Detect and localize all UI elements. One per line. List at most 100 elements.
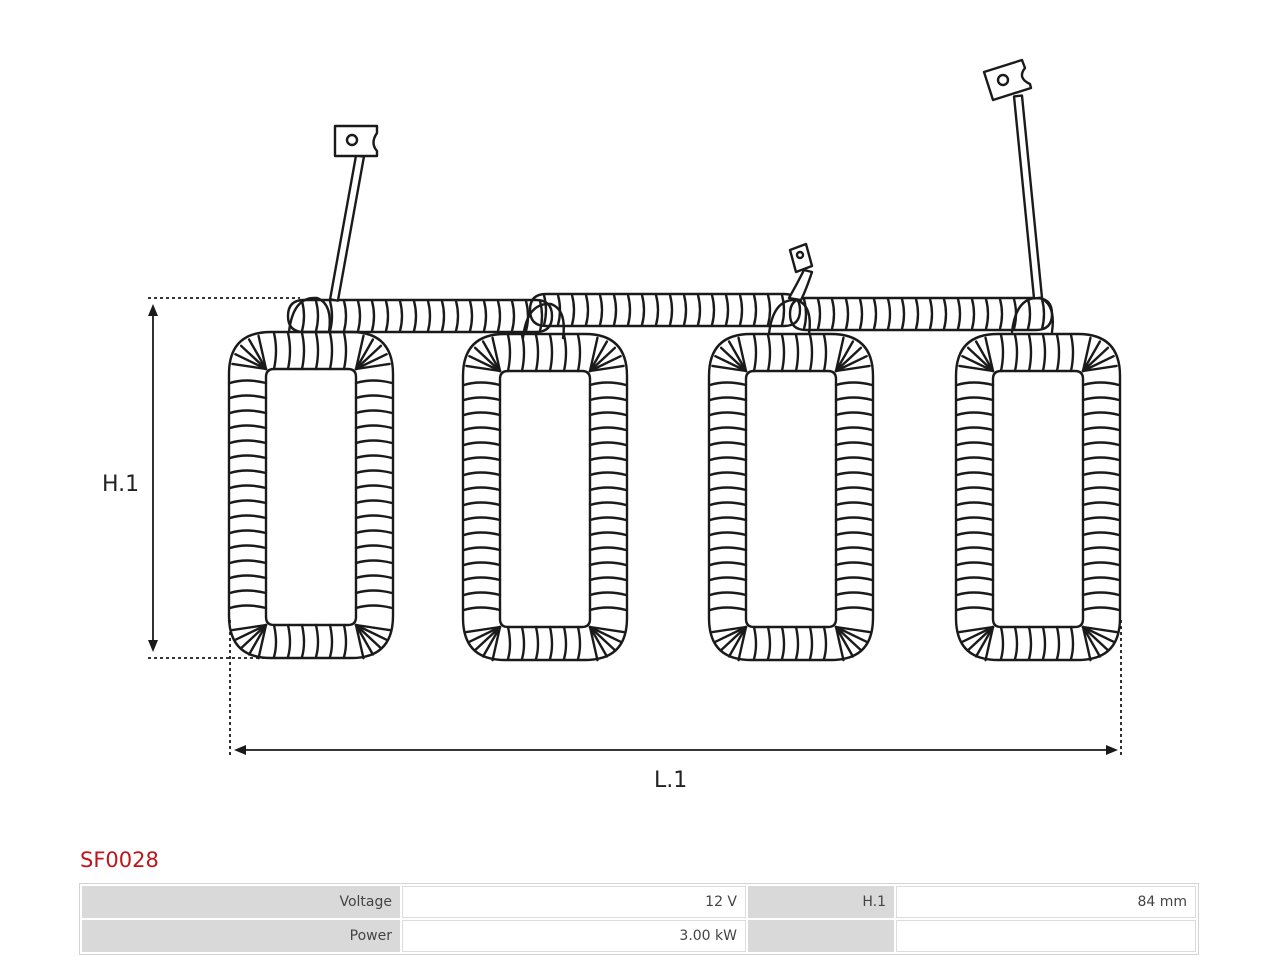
- winding-line: [462, 606, 502, 612]
- winding-line: [999, 625, 1005, 661]
- winding-line: [928, 297, 934, 331]
- winding-line: [354, 484, 394, 490]
- winding-line: [491, 625, 502, 662]
- winding-line: [1081, 625, 1092, 662]
- winding-line: [354, 334, 365, 371]
- winding-line: [228, 379, 268, 385]
- winding-line: [1081, 606, 1121, 612]
- winding-line: [886, 297, 892, 331]
- winding-line: [708, 576, 748, 582]
- winding-line: [955, 381, 995, 387]
- winding-line: [354, 338, 375, 371]
- winding-line: [465, 364, 502, 373]
- winding-line: [588, 340, 609, 373]
- winding-line: [654, 293, 660, 327]
- coil-outer-edge: [707, 332, 875, 662]
- winding-line: [844, 297, 850, 331]
- winding-line: [816, 297, 822, 331]
- winding-line: [228, 439, 268, 445]
- height-dimension-label: H.1: [102, 472, 139, 497]
- winding-line: [496, 299, 502, 333]
- winding-line: [1041, 625, 1047, 661]
- winding-line: [228, 394, 268, 400]
- winding-line: [708, 456, 748, 462]
- winding-line: [914, 297, 920, 331]
- connection-harness: [286, 292, 1054, 340]
- winding-line: [588, 625, 609, 658]
- winding-line: [588, 561, 628, 567]
- winding-line: [462, 411, 502, 417]
- winding-line: [822, 333, 828, 373]
- winding-line: [440, 299, 446, 333]
- winding-line: [780, 333, 786, 373]
- terminal-hole: [996, 73, 1010, 87]
- winding-line: [834, 501, 874, 507]
- winding-line: [708, 531, 748, 537]
- winding-line: [714, 355, 748, 373]
- winding-line: [314, 623, 320, 659]
- winding-line: [708, 426, 748, 432]
- winding-line: [1081, 471, 1121, 477]
- winding-line: [727, 340, 748, 373]
- winding-line: [966, 625, 995, 652]
- winding-line: [354, 469, 394, 475]
- winding-line: [534, 625, 540, 661]
- terminal-lead-right: [982, 58, 1044, 300]
- winding-line: [834, 426, 874, 432]
- winding-line: [228, 469, 268, 475]
- winding-line: [780, 625, 786, 661]
- winding-line: [286, 331, 292, 371]
- winding-line: [462, 591, 502, 597]
- winding-line: [300, 331, 306, 371]
- winding-line: [354, 353, 388, 371]
- winding-line: [342, 299, 348, 333]
- winding-line: [958, 364, 995, 373]
- winding-line: [780, 293, 786, 327]
- terminal-lead-middle: [787, 242, 814, 302]
- winding-line: [1081, 456, 1121, 462]
- winding-line: [538, 299, 544, 333]
- winding-line: [1013, 625, 1019, 661]
- winding-line: [708, 411, 748, 417]
- winding-line: [462, 381, 502, 387]
- winding-line: [588, 364, 625, 373]
- coil-outer-edge: [954, 332, 1122, 662]
- winding-line: [955, 531, 995, 537]
- length-arrow-right: [1106, 745, 1118, 755]
- winding-line: [834, 606, 874, 612]
- height-arrow-top: [148, 304, 158, 316]
- terminal-leads: [328, 58, 1044, 302]
- winding-line: [356, 299, 362, 333]
- winding-line: [468, 625, 502, 643]
- winding-line: [462, 501, 502, 507]
- winding-line: [570, 293, 576, 327]
- winding-line: [719, 625, 748, 652]
- winding-line: [257, 334, 268, 371]
- winding-line: [900, 297, 906, 331]
- winding-line: [708, 516, 748, 522]
- field-coil: [461, 332, 629, 662]
- winding-line: [834, 625, 863, 652]
- winding-line: [1081, 346, 1110, 373]
- winding-line: [834, 576, 874, 582]
- winding-line: [708, 561, 748, 567]
- winding-line: [752, 333, 758, 373]
- field-coil-diagram: H.1 L.1: [102, 58, 1122, 793]
- winding-line: [710, 293, 716, 327]
- winding-line: [956, 297, 962, 331]
- winding-line: [272, 623, 278, 659]
- winding-line: [588, 625, 617, 652]
- winding-line: [1081, 625, 1115, 643]
- winding-line: [412, 299, 418, 333]
- winding-line: [234, 353, 268, 371]
- winding-line: [354, 559, 394, 565]
- spec-value: 3.00 kW: [402, 920, 746, 952]
- winding-line: [708, 396, 748, 402]
- winding-line: [834, 396, 874, 402]
- winding-line: [955, 606, 995, 612]
- terminal-hole: [795, 250, 805, 260]
- winding-line: [342, 331, 348, 371]
- winding-line: [966, 346, 995, 373]
- winding-line: [794, 625, 800, 661]
- spec-value: 84 mm: [896, 886, 1196, 918]
